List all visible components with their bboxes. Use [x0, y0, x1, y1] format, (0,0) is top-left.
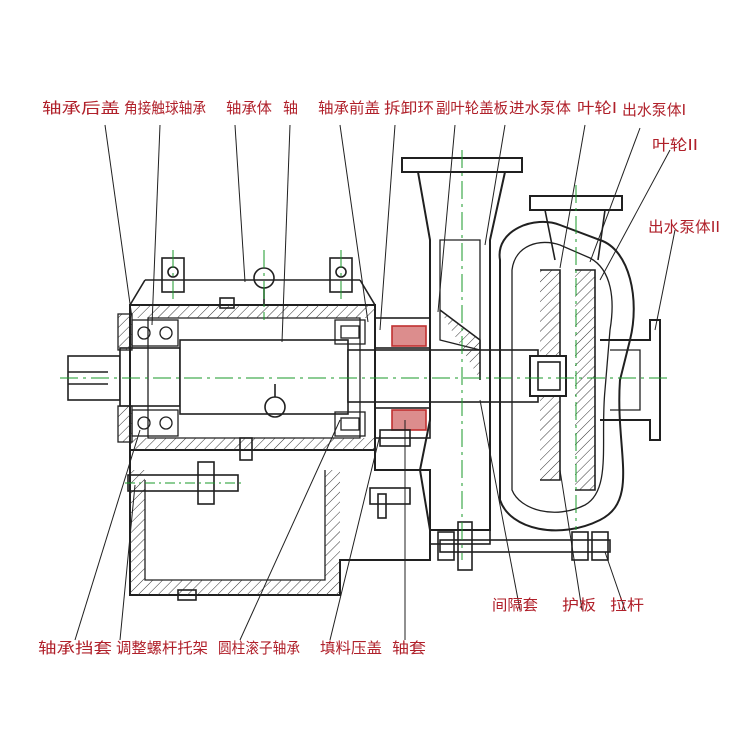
label-outlet-pump-body-2: 出水泵体II — [648, 218, 720, 236]
drawing-geometry — [67, 157, 661, 601]
seal-area — [374, 317, 431, 447]
label-adjust-screw-bracket: 调整螺杆托架 — [116, 639, 208, 657]
label-roller-bearing: 圆柱滚子轴承 — [218, 639, 300, 657]
label-bearing-retainer: 轴承挡套 — [38, 639, 112, 657]
label-shaft: 轴 — [283, 99, 298, 117]
label-impeller-1: 叶轮I — [577, 99, 617, 117]
label-inlet-pump-body: 进水泵体 — [509, 99, 571, 117]
label-outlet-pump-body-1: 出水泵体I — [622, 101, 686, 119]
centerlines — [60, 150, 670, 560]
bearing-sets — [117, 313, 366, 443]
label-packing-gland: 填料压盖 — [320, 639, 382, 657]
label-impeller-2: 叶轮II — [652, 136, 698, 154]
tie-rod — [437, 521, 611, 571]
label-angular-ball-bearing: 角接触球轴承 — [124, 99, 206, 117]
label-bearing-body: 轴承体 — [226, 99, 272, 117]
pump-casing — [498, 195, 661, 532]
label-aux-impeller-cover: 副叶轮盖板 — [436, 99, 508, 117]
label-guard-plate: 护板 — [562, 596, 596, 614]
label-shaft-sleeve: 轴套 — [392, 639, 426, 657]
bearing-body-outline — [129, 257, 376, 461]
label-bearing-front-cover: 轴承前盖 — [318, 99, 380, 117]
label-bearing-rear-cover: 轴承后盖 — [42, 99, 120, 117]
leader-lines — [74, 124, 676, 641]
label-disassembly-ring: 拆卸环 — [384, 99, 434, 117]
label-tie-rod: 拉杆 — [610, 596, 644, 614]
inlet-pump-body — [401, 157, 523, 545]
label-spacer-sleeve: 间隔套 — [492, 596, 538, 614]
support-bracket — [125, 450, 431, 601]
